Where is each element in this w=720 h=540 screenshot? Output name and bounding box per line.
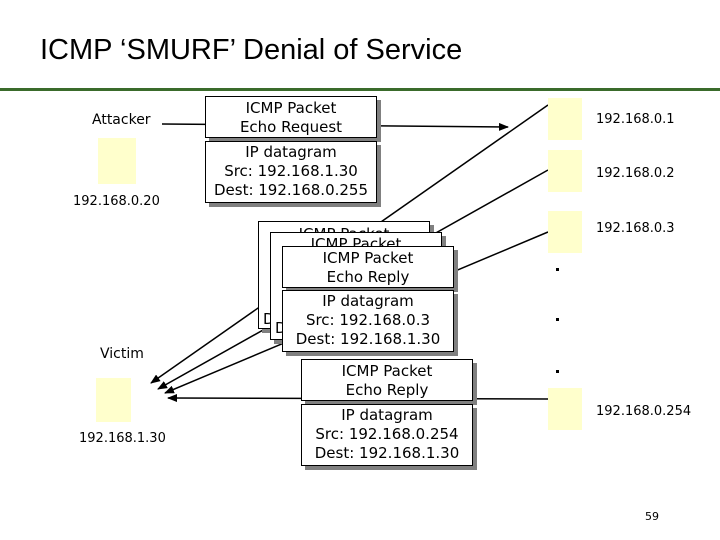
ellipsis-dot xyxy=(556,318,559,321)
reply-packet-line1: ICMP Packet xyxy=(322,249,414,267)
last-reply-datagram-line2: Src: 192.168.0.254 xyxy=(315,425,459,443)
victim-ip: 192.168.1.30 xyxy=(79,431,166,446)
host-ip: 192.168.0.254 xyxy=(596,404,692,419)
host-ip: 192.168.0.3 xyxy=(596,221,675,236)
host-ip: 192.168.0.1 xyxy=(596,112,675,127)
reply-middle-datagram-text: D xyxy=(275,319,287,337)
reply-datagram-line3: Dest: 192.168.1.30 xyxy=(295,330,441,348)
ellipsis-dot xyxy=(556,370,559,373)
request-datagram-line1: IP datagram xyxy=(245,143,337,161)
request-datagram-line3: Dest: 192.168.0.255 xyxy=(213,181,369,199)
host-ip: 192.168.0.2 xyxy=(596,166,675,181)
request-datagram-line2: Src: 192.168.1.30 xyxy=(224,162,358,180)
reply-back-datagram-text: D xyxy=(263,310,275,328)
host-computer-icon xyxy=(548,98,582,140)
victim-computer-icon xyxy=(96,378,131,422)
title-underline xyxy=(0,88,720,91)
last-reply-datagram-line1: IP datagram xyxy=(341,406,433,424)
request-packet-line1: ICMP Packet xyxy=(245,99,337,117)
host-computer-icon xyxy=(548,150,582,192)
reply-packet-box: ICMP Packet Echo Reply xyxy=(282,246,454,288)
ellipsis-dot xyxy=(556,268,559,271)
attacker-ip: 192.168.0.20 xyxy=(73,194,160,209)
reply-datagram-line1: IP datagram xyxy=(322,292,414,310)
slide-title: ICMP ‘SMURF’ Denial of Service xyxy=(40,34,463,66)
last-reply-datagram-box: IP datagram Src: 192.168.0.254 Dest: 192… xyxy=(301,404,473,466)
attacker-label: Attacker xyxy=(92,112,151,128)
reply-datagram-box: IP datagram Src: 192.168.0.3 Dest: 192.1… xyxy=(282,290,454,352)
page-number: 59 xyxy=(645,510,659,523)
reply-packet-line2: Echo Reply xyxy=(326,268,410,286)
last-reply-packet-box: ICMP Packet Echo Reply xyxy=(301,359,473,401)
request-datagram-box: IP datagram Src: 192.168.1.30 Dest: 192.… xyxy=(205,141,377,203)
victim-label: Victim xyxy=(100,346,144,362)
host-computer-icon xyxy=(548,388,582,430)
last-reply-packet-line2: Echo Reply xyxy=(345,381,429,399)
last-reply-datagram-line3: Dest: 192.168.1.30 xyxy=(314,444,460,462)
request-packet-box: ICMP Packet Echo Request xyxy=(205,96,377,138)
request-packet-line2: Echo Request xyxy=(239,118,343,136)
host-computer-icon xyxy=(548,211,582,253)
reply-datagram-line2: Src: 192.168.0.3 xyxy=(305,311,431,329)
last-reply-packet-line1: ICMP Packet xyxy=(341,362,433,380)
attacker-computer-icon xyxy=(98,138,136,184)
